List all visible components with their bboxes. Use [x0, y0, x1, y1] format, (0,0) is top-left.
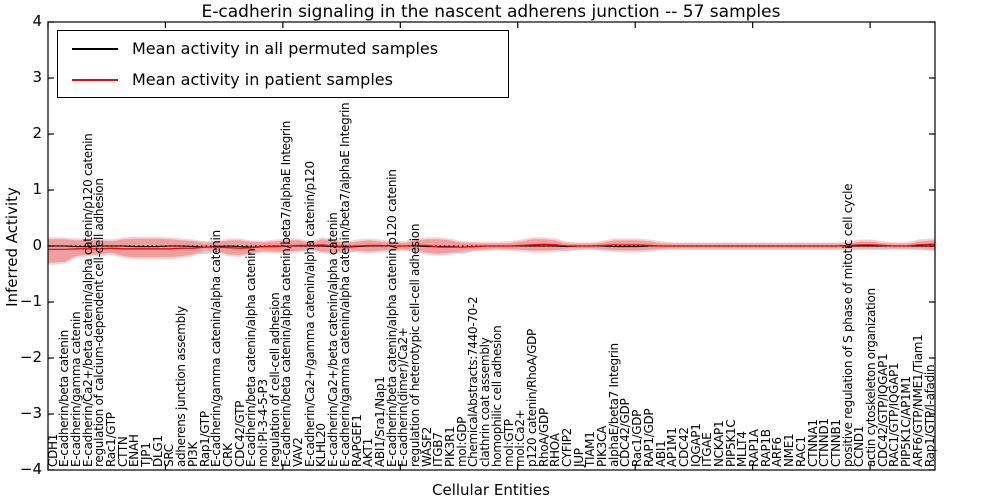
y-tick-label: −4 [19, 460, 42, 478]
legend-label: Mean activity in all permuted samples [132, 39, 439, 58]
y-tick-label: 2 [32, 124, 42, 142]
y-tick-label: 1 [32, 180, 42, 198]
legend-line-sample-red [72, 78, 118, 81]
legend-label: Mean activity in patient samples [132, 70, 393, 89]
y-tick-label: 0 [32, 236, 42, 254]
legend-entry-permuted: Mean activity in all permuted samples [58, 34, 508, 64]
x-category-label: positive regulation of S phase of mitoti… [840, 183, 855, 467]
y-tick-label: 3 [32, 68, 42, 86]
x-category-label: E-cadherin/gamma catenin/alpha catenin/b… [337, 102, 352, 467]
x-category-label: E-cadherin/Ca2+/gamma catenin/alpha cate… [302, 161, 317, 467]
y-tick-label: −3 [19, 404, 42, 422]
x-category-label: E-cadherin/beta catenin/alpha catenin/be… [279, 120, 294, 467]
patient-mean-line [48, 243, 935, 251]
chart-title: E-cadherin signaling in the nascent adhe… [201, 2, 781, 22]
legend-entry-patient: Mean activity in patient samples [58, 65, 508, 95]
x-axis-label: Cellular Entities [432, 481, 550, 499]
y-tick-label: 4 [32, 12, 42, 30]
x-category-label: Rap1/GTP/l-afadin [922, 364, 937, 467]
y-tick-label: −2 [19, 348, 42, 366]
y-tick-label: −1 [19, 292, 42, 310]
legend-line-sample-black [72, 47, 118, 50]
x-category-label: E-cadherin/gamma catenin/alpha catenin [209, 230, 224, 467]
patient-band [48, 238, 935, 263]
legend-box: Mean activity in all permuted samples Me… [57, 30, 509, 98]
